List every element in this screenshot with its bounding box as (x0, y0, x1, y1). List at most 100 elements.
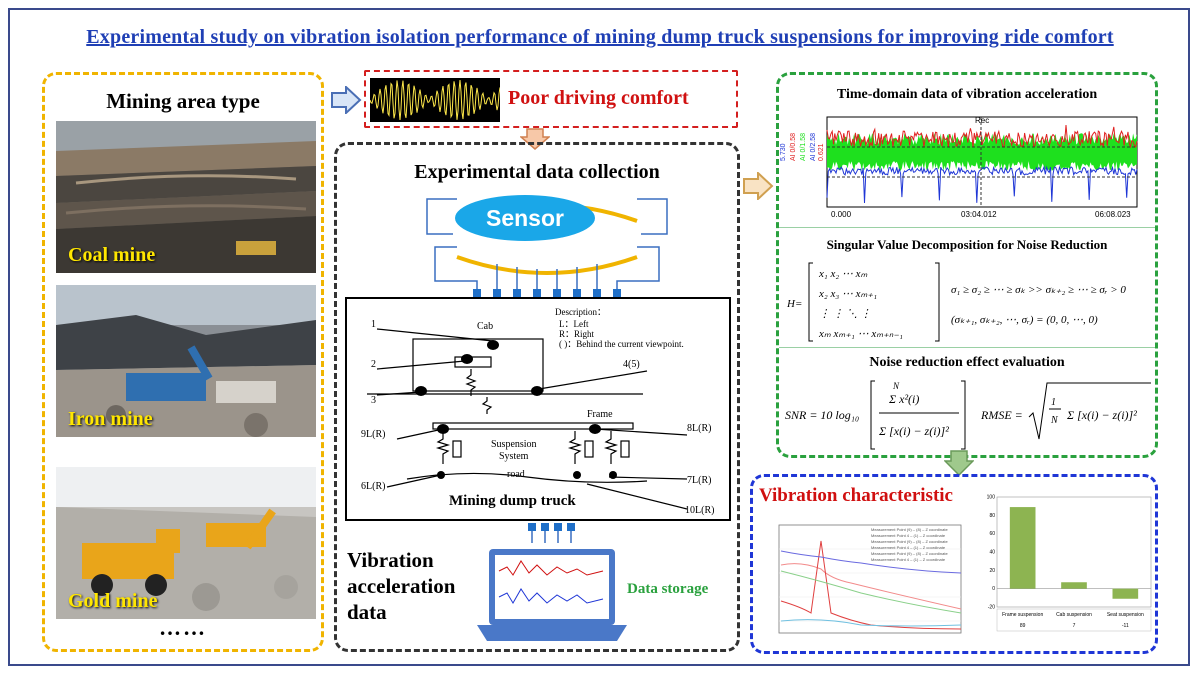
frequency-response-chart: Measurement Point (9) – (8) – Z coordina… (761, 521, 965, 647)
truck-caption: Mining dump truck (449, 493, 576, 509)
sensor-node: Sensor (455, 195, 595, 241)
svg-text:Σ [x(i) − z(i)]²: Σ [x(i) − z(i)]² (878, 424, 949, 438)
bar-category-label: Cab suspension (1056, 612, 1092, 618)
svg-text:x₁ x₂ ⋯ xₘ: x₁ x₂ ⋯ xₘ (818, 268, 868, 280)
isolation-ratio-chart: 100 80 60 40 20 0 -20Frame suspension 89 Cab sus… (979, 489, 1155, 651)
svg-text:⋮ ⋮ ⋱ ⋮: ⋮ ⋮ ⋱ ⋮ (819, 308, 871, 320)
iron-mine-photo: Iron mine (56, 285, 316, 437)
x-tick-1: 03:04.012 (961, 210, 997, 219)
bar-y-tick: 20 (989, 568, 995, 574)
bar-1 (1061, 582, 1087, 588)
poor-comfort-label: Poor driving comfort (508, 87, 689, 110)
bar-0 (1010, 507, 1036, 589)
suspension-label-1: Suspension (491, 439, 537, 450)
svg-text:x₂ x₃ ⋯ xₘ₊₁: x₂ x₃ ⋯ xₘ₊₁ (818, 288, 877, 300)
suspension-label-2: System (499, 451, 529, 462)
svg-text:Measurement Point 4 – (1) – Z: Measurement Point 4 – (1) – Z coordinate (871, 545, 946, 550)
arrow-right-icon (330, 86, 362, 114)
vibration-data-label: Vibration acceleration data (347, 547, 455, 625)
svg-text:Σ [x(i) − z(i)]²: Σ [x(i) − z(i)]² (1066, 408, 1137, 422)
vibration-label-line-2: acceleration (347, 573, 455, 599)
svg-text:Σ x²(i): Σ x²(i) (888, 392, 919, 406)
point-9-label: 9L(R) (361, 429, 385, 440)
bar-y-tick: 40 (989, 550, 995, 556)
evaluation-heading: Noise reduction effect evaluation (779, 355, 1155, 371)
svg-text:SNR = 10 log₁₀: SNR = 10 log₁₀ (785, 408, 859, 422)
svg-text:N: N (892, 381, 900, 391)
figure-title: Experimental study on vibration isolatio… (0, 26, 1200, 49)
svg-text:Measurement Point 4 – (1) – Z: Measurement Point 4 – (1) – Z coordinate (871, 533, 946, 538)
point-6-label: 6L(R) (361, 481, 385, 492)
vibration-label-line-1: Vibration (347, 547, 455, 573)
arrow-down-icon (944, 450, 974, 476)
vibration-wave-icon (370, 78, 500, 122)
description-left: L：Left (559, 319, 589, 329)
svg-text:0.621: 0.621 (818, 143, 825, 161)
poor-comfort-box: Poor driving comfort (364, 70, 738, 128)
laptop-icon (477, 521, 627, 647)
svg-text:AI 0/0.58: AI 0/0.58 (790, 133, 797, 161)
vibration-characteristic-panel: Vibration characteristic Measurement Poi… (750, 474, 1158, 654)
bar-category-label: Seat suspension (1107, 612, 1144, 618)
point-2-label: 2 (371, 359, 376, 370)
svg-text:xₘ xₘ₊₁ ⋯ xₘ₊ₙ₋₁: xₘ xₘ₊₁ ⋯ xₘ₊ₙ₋₁ (818, 328, 903, 340)
bar-y-tick: 60 (989, 531, 995, 537)
mining-area-panel: Mining area type Coal mine Iron min (42, 72, 324, 652)
road-label: road (507, 469, 525, 480)
iron-mine-label: Iron mine (68, 408, 153, 431)
gold-mine-label: Gold mine (68, 590, 157, 613)
frame-label: Frame (587, 409, 613, 420)
point-7-label: 7L(R) (687, 475, 711, 486)
more-ellipsis: …… (45, 615, 321, 641)
svg-text:Measurement Point 4 – (1) – Z: Measurement Point 4 – (1) – Z coordinate (871, 557, 946, 562)
time-domain-heading: Time-domain data of vibration accelerati… (779, 87, 1155, 103)
bar-category-label: Frame suspension (1002, 612, 1043, 618)
point-4-label: 4(5) (623, 359, 640, 370)
svg-text:5.730: 5.730 (780, 143, 787, 161)
arrow-right-icon (742, 172, 774, 200)
bar-value-label: 89 (1020, 623, 1026, 629)
svg-text:AI 0/1.58: AI 0/1.58 (800, 133, 807, 161)
svg-text:N: N (1050, 415, 1059, 426)
mining-area-heading: Mining area type (45, 89, 321, 114)
evaluation-equations: SNR = 10 log₁₀ N Σ x²(i) Σ [x(i) − z(i)]… (779, 373, 1155, 453)
svg-text:AI 0/2.58: AI 0/2.58 (810, 133, 817, 161)
data-collection-panel: Experimental data collection Sensor (334, 142, 740, 652)
description-right: R：Right (559, 329, 595, 339)
data-collection-heading: Experimental data collection (337, 161, 737, 184)
bar-y-tick: -20 (988, 605, 995, 611)
gold-mine-photo: Gold mine (56, 467, 316, 619)
cab-label: Cab (477, 321, 493, 332)
point-10-label: 10L(R) (685, 505, 714, 516)
svg-text:Measurement Point (9) – (8) –: Measurement Point (9) – (8) – Z coordina… (871, 539, 948, 544)
truck-suspension-diagram: Cab Frame Suspension System road Descrip… (345, 297, 731, 521)
rec-marker: Rec (975, 116, 989, 125)
svg-text:RMSE =: RMSE = (980, 408, 1023, 422)
svg-text:Measurement Point (9) – (8) –: Measurement Point (9) – (8) – Z coordina… (871, 551, 948, 556)
x-tick-0: 0.000 (831, 210, 852, 219)
description-title: Description： (555, 307, 606, 317)
point-8-label: 8L(R) (687, 423, 711, 434)
vibration-characteristic-heading: Vibration characteristic (759, 485, 953, 507)
signal-processing-panel: Time-domain data of vibration accelerati… (776, 72, 1158, 458)
svd-heading: Singular Value Decomposition for Noise R… (779, 237, 1155, 253)
svg-text:σ₁ ≥ σ₂ ≥ ⋯ ≥ σₖ >> σₖ₊₂ ≥ ⋯ ≥: σ₁ ≥ σ₂ ≥ ⋯ ≥ σₖ >> σₖ₊₂ ≥ ⋯ ≥ σᵣ > 0 (951, 284, 1126, 296)
x-tick-2: 06:08.023 (1095, 210, 1131, 219)
bar-y-tick: 0 (992, 586, 995, 592)
bar-value-label: 7 (1073, 623, 1076, 629)
point-3-label: 3 (371, 395, 376, 406)
bar-y-tick: 100 (987, 495, 996, 501)
svd-equations: H= x₁ x₂ ⋯ xₘ x₂ x₃ ⋯ xₘ₊₁ ⋮ ⋮ ⋱ ⋮ xₘ xₘ… (779, 259, 1155, 345)
description-paren: ( )：Behind the current viewpoint. (559, 339, 684, 349)
vibration-label-line-3: data (347, 599, 455, 625)
bar-y-tick: 80 (989, 513, 995, 519)
data-storage-label: Data storage (627, 581, 708, 598)
coal-mine-label: Coal mine (68, 244, 155, 267)
point-1-label: 1 (371, 319, 376, 330)
coal-mine-photo: Coal mine (56, 121, 316, 273)
svg-text:H=: H= (786, 298, 802, 310)
bar-value-label: -11 (1122, 623, 1129, 629)
svg-text:(σₖ₊₁, σₖ₊₂, ⋯, σᵣ) = (0, 0, ⋯: (σₖ₊₁, σₖ₊₂, ⋯, σᵣ) = (0, 0, ⋯, 0) (951, 314, 1098, 326)
time-domain-chart: Rec 0.000 03:04.012 06:08.023 5.730 AI 0… (779, 111, 1155, 223)
svg-text:1: 1 (1051, 397, 1056, 408)
